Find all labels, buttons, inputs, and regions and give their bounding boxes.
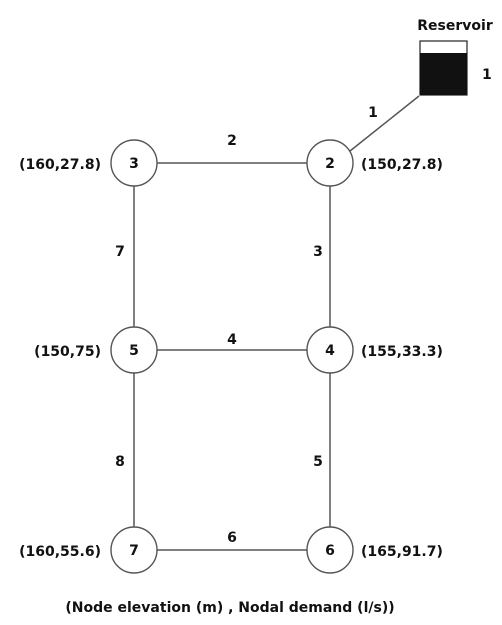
node-id-4: 4 xyxy=(325,343,335,359)
diagram-caption: (Node elevation (m) , Nodal demand (l/s)… xyxy=(65,600,394,616)
node-4: 4 xyxy=(306,326,354,374)
pipe-label-1: 1 xyxy=(368,105,378,121)
pipe-label-3: 3 xyxy=(313,244,323,260)
reservoir-water xyxy=(420,53,467,95)
reservoir: Reservoir 1 xyxy=(417,18,493,96)
pipe-1 xyxy=(349,95,420,152)
node-6: 6 xyxy=(306,526,354,574)
pipe-label-2: 2 xyxy=(227,133,237,149)
pipe-label-7: 7 xyxy=(115,244,125,260)
node-id-2: 2 xyxy=(325,156,335,172)
node-annotation-4: (155,33.3) xyxy=(361,344,443,360)
node-annotation-5: (150,75) xyxy=(34,344,101,360)
node-annotation-3: (160,27.8) xyxy=(19,157,101,173)
node-id-6: 6 xyxy=(325,543,335,559)
node-id-3: 3 xyxy=(129,156,139,172)
node-5: 5 xyxy=(110,326,158,374)
pipe-label-8: 8 xyxy=(115,454,125,470)
node-7: 7 xyxy=(110,526,158,574)
reservoir-id-label: 1 xyxy=(482,67,492,83)
node-id-5: 5 xyxy=(129,343,139,359)
pipe-label-5: 5 xyxy=(313,454,323,470)
node-3: 3 xyxy=(110,139,158,187)
node-annotation-2: (150,27.8) xyxy=(361,157,443,173)
node-annotation-6: (165,91.7) xyxy=(361,544,443,560)
node-annotation-7: (160,55.6) xyxy=(19,544,101,560)
node-2: 2 xyxy=(306,139,354,187)
pipe-label-6: 6 xyxy=(227,530,237,546)
node-id-7: 7 xyxy=(129,543,139,559)
pipe-label-4: 4 xyxy=(227,332,237,348)
reservoir-title: Reservoir xyxy=(417,18,493,34)
